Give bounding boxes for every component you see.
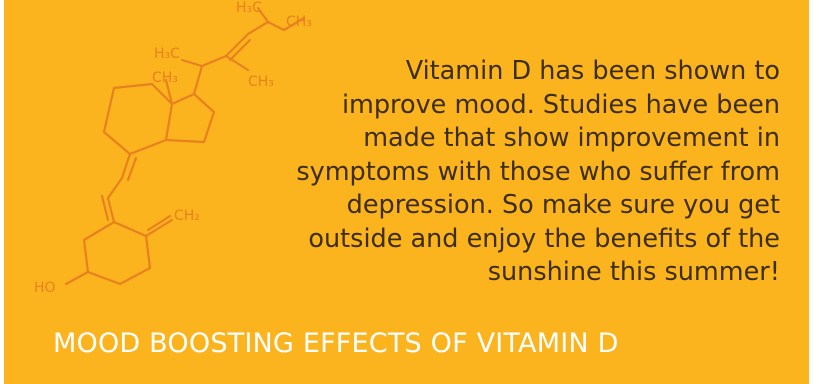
molecule-labels: H₃C CH₃ H₃C CH₃ CH₃ CH₂ HO xyxy=(34,0,312,296)
label-ch3-mid: CH₃ xyxy=(152,70,178,86)
vitamin-d-structure-svg: H₃C CH₃ H₃C CH₃ CH₃ CH₂ HO xyxy=(34,0,312,296)
vitamin-d-card: H₃C CH₃ H₃C CH₃ CH₃ CH₂ HO Vitamin D has… xyxy=(4,0,809,384)
label-ch3-top: CH₃ xyxy=(286,14,312,30)
label-ch2: CH₂ xyxy=(174,208,200,224)
card-caption: MOOD BOOSTING EFFECTS OF VITAMIN D xyxy=(53,328,619,359)
hydroxyl-bond xyxy=(64,270,90,286)
triene-double-1 xyxy=(126,156,138,182)
triene-double-2 xyxy=(100,194,110,222)
label-ho: HO xyxy=(34,280,56,296)
ring-upper-six xyxy=(102,82,174,156)
methyl-branch-left xyxy=(180,58,204,68)
ring-lower-six xyxy=(82,220,152,286)
vitamin-d-structure-illustration: H₃C CH₃ H₃C CH₃ CH₃ CH₂ HO xyxy=(4,0,334,310)
methyl-branch-right xyxy=(224,54,250,72)
methylene-double xyxy=(146,214,172,232)
molecule-bonds xyxy=(64,6,306,286)
label-h3c-top: H₃C xyxy=(236,0,262,16)
side-chain-double xyxy=(228,38,252,62)
triene-linker xyxy=(106,152,132,224)
label-h3c-left: H₃C xyxy=(154,46,180,62)
vitamin-d-description: Vitamin D has been shown to improve mood… xyxy=(296,56,780,287)
methylene-bond xyxy=(144,218,174,238)
methyl-angular xyxy=(164,78,174,106)
label-ch3-right: CH₃ xyxy=(248,74,274,90)
ring-five xyxy=(164,92,216,144)
methyl-branch-top xyxy=(256,6,270,24)
